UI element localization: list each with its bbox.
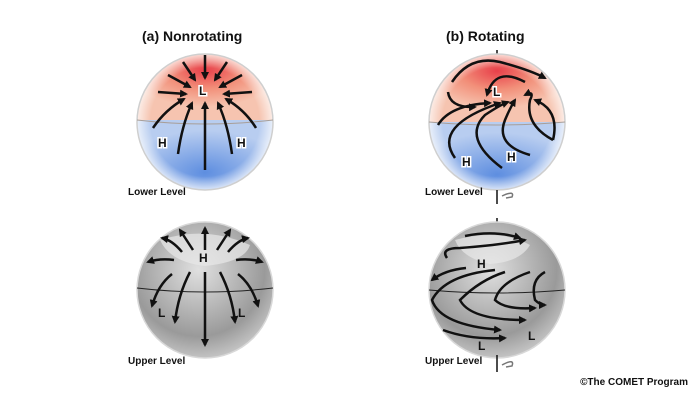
globe-b-lower (428, 50, 566, 204)
panel-a-title: (a) Nonrotating (142, 28, 243, 44)
label-high-b-lower-right: H (507, 150, 516, 164)
panel-b-upper-level-label: Upper Level (425, 356, 483, 367)
globe-a-upper (136, 221, 274, 359)
credit-text: ©The COMET Program (580, 377, 688, 388)
panel-b-lower-level-label: Lower Level (425, 187, 483, 198)
label-high-a-lower-left: H (158, 136, 167, 150)
label-high-b-upper: H (477, 257, 486, 271)
panel-b-title: (b) Rotating (446, 28, 525, 44)
label-low-b-lower: L (493, 85, 500, 99)
label-low-a-lower: L (199, 84, 206, 98)
label-high-b-lower-left: H (462, 155, 471, 169)
panel-a-lower-level-label: Lower Level (128, 187, 186, 198)
label-high-a-lower-right: H (237, 136, 246, 150)
label-low-b-upper-left: L (478, 339, 485, 353)
globe-a-lower (136, 53, 274, 191)
label-high-a-upper: H (199, 251, 208, 265)
label-low-b-upper-right: L (528, 329, 535, 343)
globe-b-upper (428, 218, 566, 372)
label-low-a-upper-right: L (238, 306, 245, 320)
panel-a-upper-level-label: Upper Level (128, 356, 186, 367)
label-low-a-upper-left: L (158, 306, 165, 320)
